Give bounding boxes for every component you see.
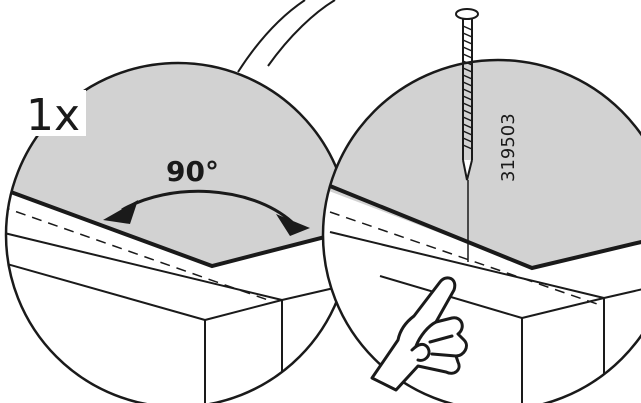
hand-pointing-icon: [370, 276, 468, 392]
detail-circle-right: [321, 58, 641, 403]
nail-icon: [455, 8, 479, 181]
quantity-label-bg: [22, 90, 86, 136]
panel-edge-right: [329, 184, 641, 271]
dashed-guide: [6, 205, 269, 301]
quantity-label: 1x: [26, 90, 80, 141]
callout-lines: [237, 0, 336, 73]
part-number-label: 319503: [498, 113, 519, 182]
dashed-guide-right: [329, 211, 601, 306]
detail-circle-left: [4, 61, 352, 403]
angle-label: 90°: [166, 155, 219, 188]
panel-edge: [6, 186, 350, 269]
angle-arrow-icon: [103, 189, 310, 236]
